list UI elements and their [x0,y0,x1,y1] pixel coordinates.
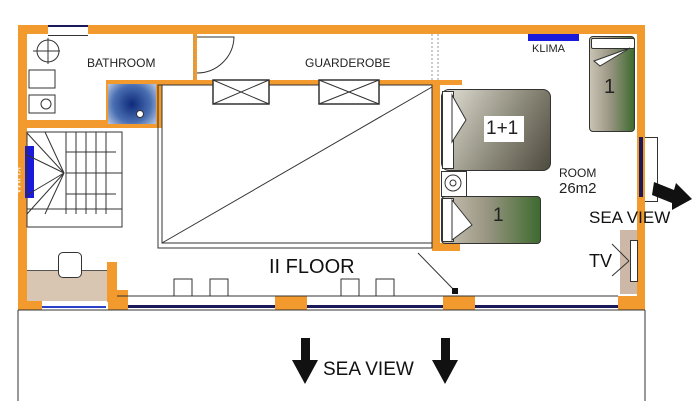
room-name-label: ROOM [559,166,597,180]
tv-icon [630,240,638,282]
sea-view-bottom-label: SEA VIEW [323,359,414,380]
wall-guarderobe-bottom [158,80,462,85]
wall-door-stub [193,34,197,80]
armchair-icon [58,252,82,278]
klima-side-unit [25,146,34,198]
pillar-desk-right [107,262,117,302]
window-bottom-desk [42,306,106,308]
pillar-bottom-4 [443,296,475,310]
wall-left [18,25,27,310]
wall-bathroom-bottom [27,120,117,128]
tv-label: TV [589,251,613,271]
pillar-bottom-3 [275,296,307,310]
sea-view-right-label: SEA VIEW [589,208,671,227]
bathroom-label: BATHROOM [87,56,156,70]
window-right [639,137,643,197]
window-bottom-3 [475,305,618,308]
wall-bedroom-left [432,80,440,250]
wall-top [18,25,644,34]
klima-top-label: KLIMA [532,43,566,55]
bed-double-number: 1+1 [486,118,519,139]
pillar-bottom-right [618,296,645,310]
shower-tray [108,84,156,124]
window-bottom-2 [307,305,443,308]
bathroom-window [48,25,88,36]
klima-top-unit [528,34,579,41]
wall-bedroom-left-foot [432,243,460,251]
pillow-top-right [591,38,635,49]
bed-single-top-right [589,36,635,132]
floor-label: II FLOOR [269,256,355,278]
klima-side-label: KLIMA [12,167,22,195]
bed-double-tag [484,116,524,142]
window-bottom-1 [128,305,275,308]
shower-drain-icon [136,110,144,118]
guarderobe-label: GUARDEROBE [305,56,391,70]
bed-single-middle-number: 1 [493,205,504,226]
bed-single-top-right-number: 1 [604,76,616,98]
room-area-label: 26m2 [559,180,597,197]
